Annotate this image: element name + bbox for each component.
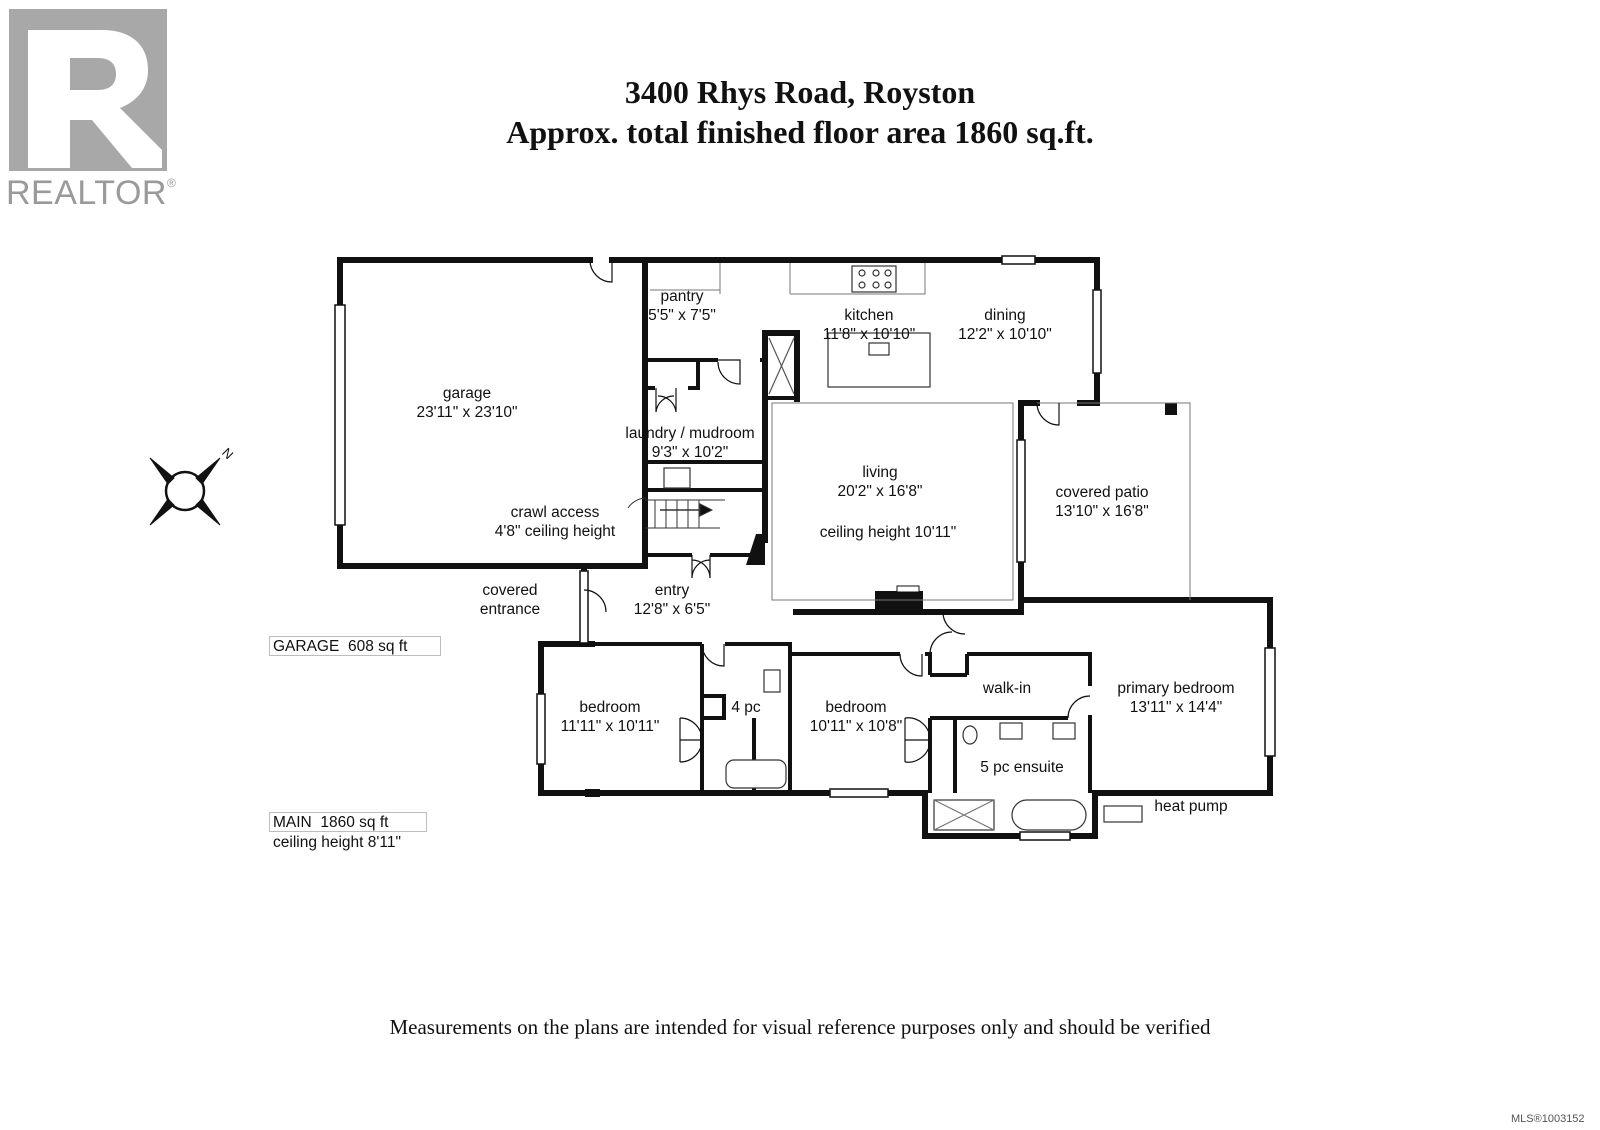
room-4pc-bath: 4 pc: [731, 699, 761, 716]
living-outline: [650, 263, 1191, 601]
room-living-ceiling: ceiling height 10'11": [819, 524, 957, 541]
heat-pump-label: heat pump: [1154, 798, 1228, 815]
compass-north-icon: [149, 457, 221, 526]
windows: [334, 255, 1276, 841]
main-area-label: MAIN 1860 sq ft: [273, 814, 389, 831]
disclaimer: Measurements on the plans are intended f…: [389, 1015, 1211, 1039]
stairs: [627, 497, 725, 529]
exterior-walls: [337, 257, 1273, 839]
plan-total-area: Approx. total finished floor area 1860 s…: [506, 114, 1094, 150]
room-5pc-ensuite: 5 pc ensuite: [980, 759, 1064, 776]
main-ceiling-height: ceiling height 8'11": [273, 834, 401, 851]
door-swings: [583, 259, 1091, 763]
room-walk-in: walk-in: [982, 680, 1032, 697]
main-area-box: [269, 812, 427, 832]
kitchen-fixtures: [663, 265, 1143, 831]
garage-area-box: [269, 636, 441, 656]
garage-area-label: GARAGE 608 sq ft: [273, 638, 408, 655]
plan-address: 3400 Rhys Road, Royston: [624, 74, 976, 110]
realtor-logo-text: REALTOR®: [6, 174, 177, 212]
mls-number: MLS®1003152: [1511, 1113, 1585, 1125]
realtor-r-logo: [9, 9, 167, 171]
